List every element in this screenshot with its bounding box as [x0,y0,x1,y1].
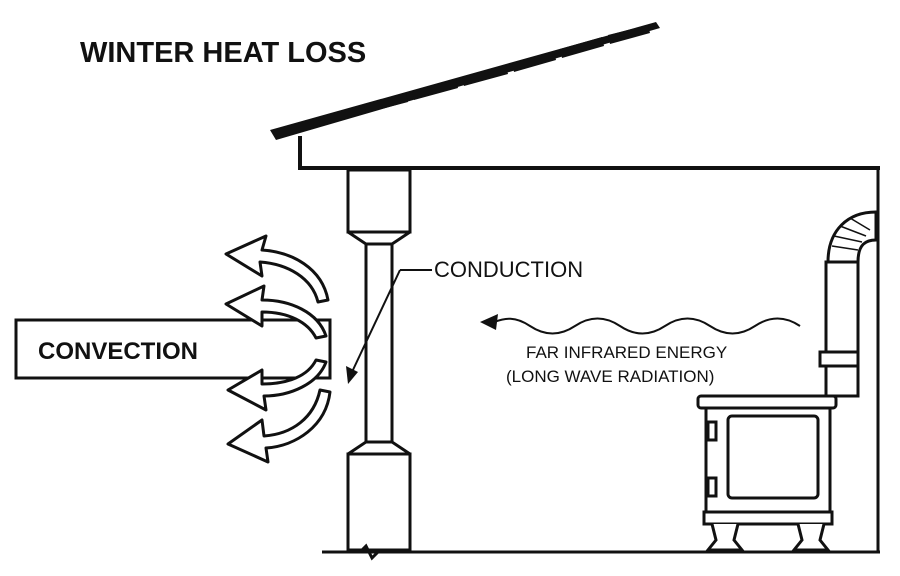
radiation-label-line1: FAR INFRARED ENERGY [526,343,727,362]
roof [270,22,880,170]
conduction-arrow [346,269,432,384]
stove-chimney [818,210,878,398]
conduction-label: CONDUCTION [434,257,583,282]
stove-hinge-bottom [706,476,718,498]
swirl-arrow-1 [224,234,330,304]
stove-hinge-top [706,420,718,442]
convection-swirls [224,234,332,464]
swirl-arrow-2 [224,284,328,340]
swirl-arrow-4 [226,388,332,464]
convection-arrow [14,318,332,380]
swirl-arrow-3 [226,358,328,412]
diagram-title: WINTER HEAT LOSS [80,37,366,69]
radiation-wave-arrow [480,314,801,335]
stove-top [696,394,838,410]
chimney-ribs [831,217,871,251]
eave [298,136,880,170]
convection-label: CONVECTION [38,338,198,365]
wood-stove [696,394,838,552]
stove-base [702,510,834,526]
radiation-label-line2: (LONG WAVE RADIATION) [506,367,714,386]
wall-stud [342,168,416,561]
stove-legs [704,523,832,552]
stove-door [726,414,820,500]
roof-shingles [318,25,650,126]
